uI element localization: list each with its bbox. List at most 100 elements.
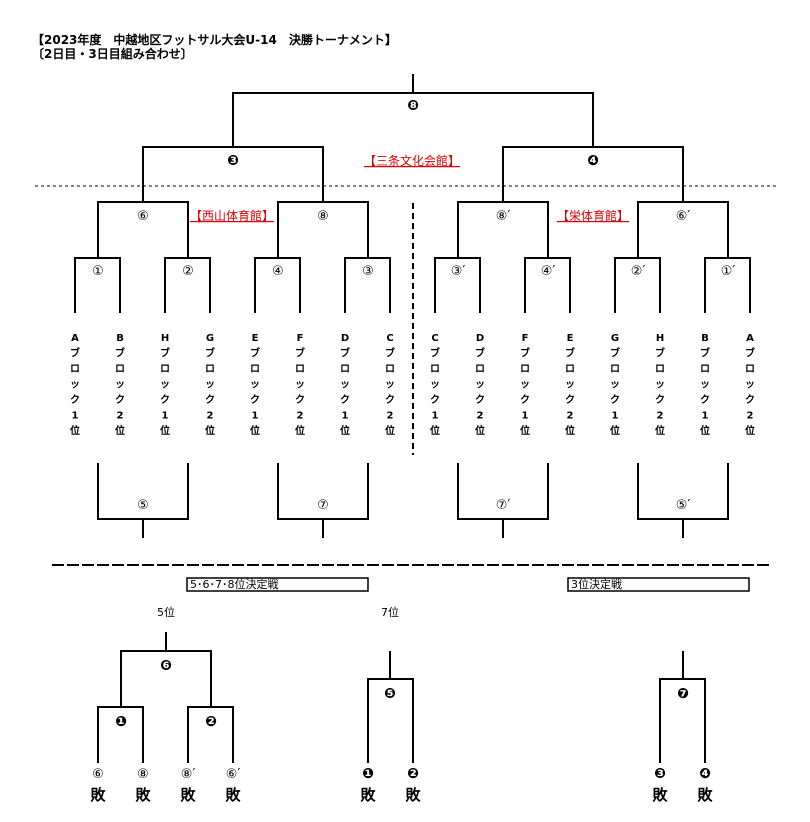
- team-name-char: ロ: [700, 364, 710, 375]
- team-name-char: ク: [250, 394, 260, 406]
- team-name-char: ブ: [700, 347, 710, 360]
- team-name-char: 位: [160, 424, 170, 437]
- team-name-char: ブ: [565, 347, 575, 360]
- team-name-char: ロ: [565, 364, 575, 375]
- team-name-char: ロ: [115, 364, 125, 375]
- r16-marker: ②′: [631, 264, 646, 279]
- team-name-char: 位: [205, 424, 215, 437]
- team-name-char: ブ: [295, 347, 305, 360]
- team-name-char: ッ: [430, 380, 440, 391]
- team-name-char: ロ: [205, 364, 215, 375]
- team-name-char: ブ: [250, 347, 260, 360]
- team-name-char: 位: [475, 424, 485, 437]
- team-name-char: ク: [655, 394, 665, 406]
- loser-match-marker: ⑦: [317, 498, 329, 513]
- semi-right-marker: ❹: [587, 153, 599, 169]
- loser-ref: ❶: [362, 766, 374, 782]
- team-name-char: 2: [747, 411, 754, 422]
- r16-marker: ④: [272, 264, 284, 279]
- team-name-char: ッ: [295, 380, 305, 391]
- loser-ref: ❹: [699, 766, 711, 782]
- team-name-char: ク: [295, 394, 305, 406]
- team-name-char: ク: [700, 394, 710, 406]
- loss-label: 敗: [225, 786, 241, 804]
- team-name-char: ッ: [160, 380, 170, 391]
- team-name-char: E: [252, 333, 259, 344]
- bracket-lines: [74, 74, 751, 763]
- team-name-char: C: [431, 333, 438, 344]
- team-name-char: F: [522, 333, 529, 344]
- team-name-char: ロ: [295, 364, 305, 375]
- team-name-char: ロ: [475, 364, 485, 375]
- team-name-char: 2: [387, 411, 394, 422]
- team-name-char: ブ: [205, 347, 215, 360]
- team-name-char: ブ: [475, 347, 485, 360]
- qf-marker: ⑧′: [496, 209, 511, 224]
- loser-match-marker: ⑤: [137, 498, 149, 513]
- team-name-char: ブ: [610, 347, 620, 360]
- label-7th-place: 7位: [381, 605, 399, 619]
- team-name-char: 1: [342, 411, 349, 422]
- team-name-char: ッ: [340, 380, 350, 391]
- team-name-char: 位: [655, 424, 665, 437]
- venue-left-label: 【西山体育館】: [190, 208, 274, 223]
- match-5-marker: ❺: [384, 686, 396, 702]
- semi-left-marker: ❸: [227, 153, 239, 169]
- team-name-char: ク: [385, 394, 395, 406]
- team-columns: Aブロック1位Bブロック2位Hブロック1位Gブロック2位Eブロック1位Fブロック…: [70, 333, 755, 437]
- team-name-char: C: [386, 333, 393, 344]
- match-2-marker: ❷: [205, 714, 217, 730]
- team-name-char: H: [656, 333, 664, 344]
- team-name-char: H: [161, 333, 169, 344]
- team-name-char: ブ: [340, 347, 350, 360]
- team-name-char: ブ: [520, 347, 530, 360]
- loss-label: 敗: [652, 786, 668, 804]
- team-name-char: ッ: [610, 380, 620, 391]
- team-name-char: ク: [205, 394, 215, 406]
- team-name-char: ッ: [70, 380, 80, 391]
- team-name-char: E: [567, 333, 574, 344]
- team-name-char: ロ: [430, 364, 440, 375]
- venue-right-label: 【栄体育館】: [557, 208, 629, 223]
- team-name-char: ロ: [655, 364, 665, 375]
- team-name-char: ブ: [70, 347, 80, 360]
- team-name-char: D: [341, 333, 349, 344]
- team-name-char: ロ: [340, 364, 350, 375]
- team-name-char: ク: [520, 394, 530, 406]
- team-name-char: ブ: [385, 347, 395, 360]
- r16-marker: ③: [362, 264, 374, 279]
- loser-ref: ❷: [407, 766, 419, 782]
- match-1-marker: ❶: [115, 714, 127, 730]
- team-name-char: G: [206, 333, 214, 344]
- team-name-char: ク: [475, 394, 485, 406]
- r16-marker: ③′: [451, 264, 466, 279]
- team-name-char: 位: [430, 424, 440, 437]
- team-name-char: 位: [295, 424, 305, 437]
- page-subtitle: 〔2日目・3日目組み合わせ〕: [32, 47, 193, 61]
- team-name-char: ッ: [205, 380, 215, 391]
- team-name-char: ブ: [115, 347, 125, 360]
- team-name-char: F: [297, 333, 304, 344]
- placement-box-5to8-label: 5･6･7･8位決定戦: [190, 577, 279, 591]
- placement-box-3rd-label: 3位決定戦: [571, 577, 622, 591]
- qf-marker: ⑥: [137, 209, 149, 224]
- venue-center-label: 【三条文化会館】: [364, 153, 460, 168]
- team-name-char: ッ: [700, 380, 710, 391]
- team-name-char: 2: [117, 411, 124, 422]
- team-name-char: 位: [520, 424, 530, 437]
- team-name-char: ブ: [430, 347, 440, 360]
- team-name-char: 1: [72, 411, 79, 422]
- team-name-char: 2: [657, 411, 664, 422]
- team-name-char: 2: [477, 411, 484, 422]
- loser-ref: ⑥: [92, 767, 104, 782]
- loser-match-marker: ⑤′: [676, 498, 691, 513]
- team-name-char: ロ: [70, 364, 80, 375]
- team-name-char: 2: [567, 411, 574, 422]
- team-name-char: 1: [612, 411, 619, 422]
- team-name-char: 位: [250, 424, 260, 437]
- team-name-char: 位: [745, 424, 755, 437]
- team-name-char: 2: [207, 411, 214, 422]
- team-name-char: ク: [115, 394, 125, 406]
- r16-marker: ②: [182, 264, 194, 279]
- team-name-char: ク: [340, 394, 350, 406]
